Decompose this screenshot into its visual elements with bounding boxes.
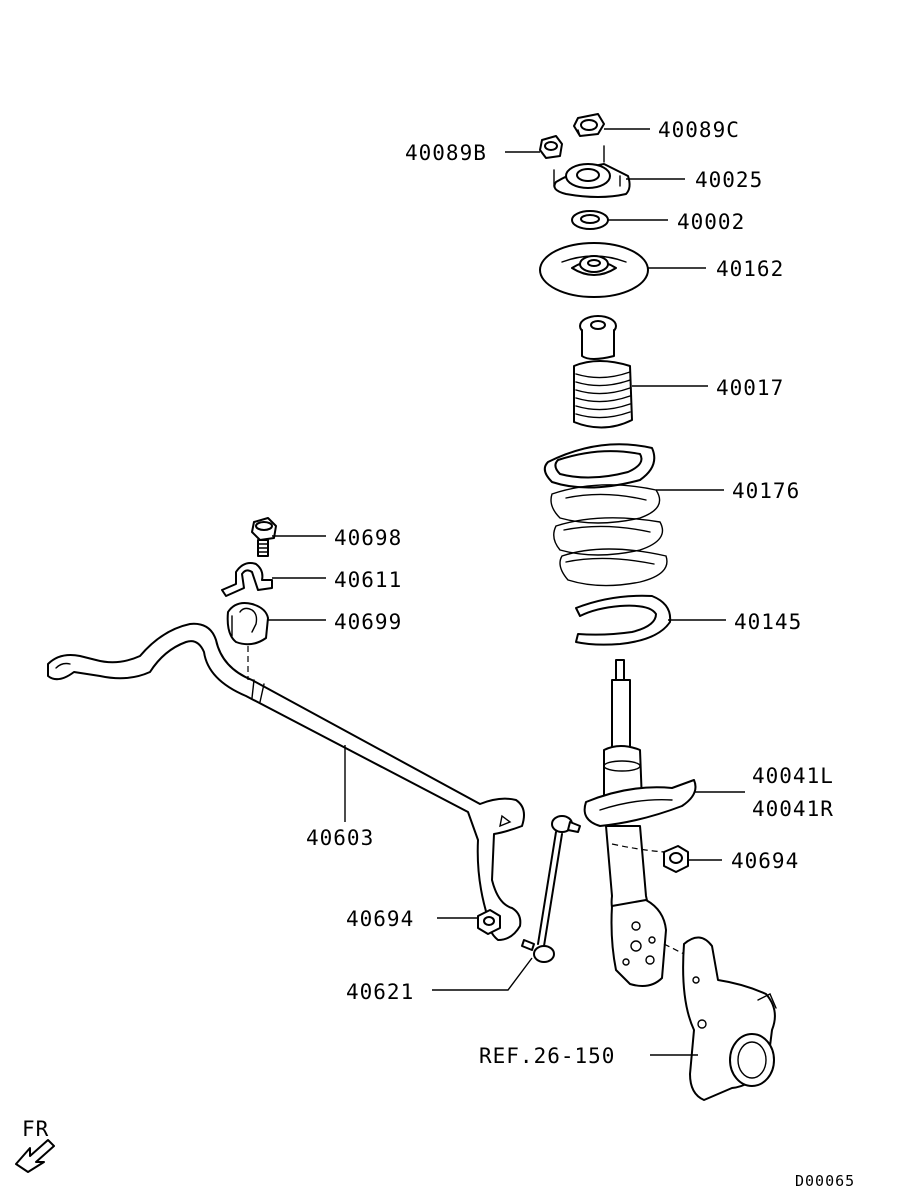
seat-40162-drawing xyxy=(539,242,649,298)
leader-40621 xyxy=(432,957,533,991)
label-40089b: 40089B xyxy=(405,141,487,165)
label-40694-left: 40694 xyxy=(346,907,414,931)
label-40017: 40017 xyxy=(716,376,784,400)
label-40621: 40621 xyxy=(346,980,414,1004)
bushing-40699-drawing xyxy=(226,602,269,646)
bearing-40002-drawing xyxy=(571,210,609,230)
spring-40176-drawing xyxy=(543,443,668,587)
label-knuckle-ref: REF.26-150 xyxy=(479,1044,615,1068)
direction-label: FR xyxy=(22,1117,49,1141)
label-40162: 40162 xyxy=(716,257,784,281)
bolt-40698-drawing xyxy=(251,517,277,557)
label-40145: 40145 xyxy=(734,610,802,634)
boot-40017-drawing xyxy=(573,315,633,429)
pad-40145-drawing xyxy=(575,594,672,646)
nut-40694-left-drawing xyxy=(477,909,501,935)
label-40699: 40699 xyxy=(334,610,402,634)
drawing-code: D00065 xyxy=(795,1172,855,1187)
strut-40041-drawing xyxy=(583,659,697,987)
label-40025: 40025 xyxy=(695,168,763,192)
label-40002: 40002 xyxy=(677,210,745,234)
label-40089c: 40089C xyxy=(658,118,740,142)
mount-40025-drawing xyxy=(553,145,631,198)
nut-40089b-drawing xyxy=(539,135,563,159)
knuckle-ref-drawing xyxy=(682,936,777,1101)
nut-40089c-drawing xyxy=(573,113,605,137)
label-40694-right: 40694 xyxy=(731,849,799,873)
label-40176: 40176 xyxy=(732,479,800,503)
label-40041r: 40041R xyxy=(752,797,834,821)
bracket-40611-drawing xyxy=(221,562,273,597)
label-40611: 40611 xyxy=(334,568,402,592)
label-40698: 40698 xyxy=(334,526,402,550)
label-40603: 40603 xyxy=(306,826,374,850)
link-40621-drawing xyxy=(521,815,581,963)
label-40041l: 40041L xyxy=(752,764,834,788)
nut-40694-right-drawing xyxy=(663,845,689,873)
front-arrow-icon xyxy=(15,1139,55,1173)
stabilizer-40603-drawing xyxy=(47,622,525,941)
